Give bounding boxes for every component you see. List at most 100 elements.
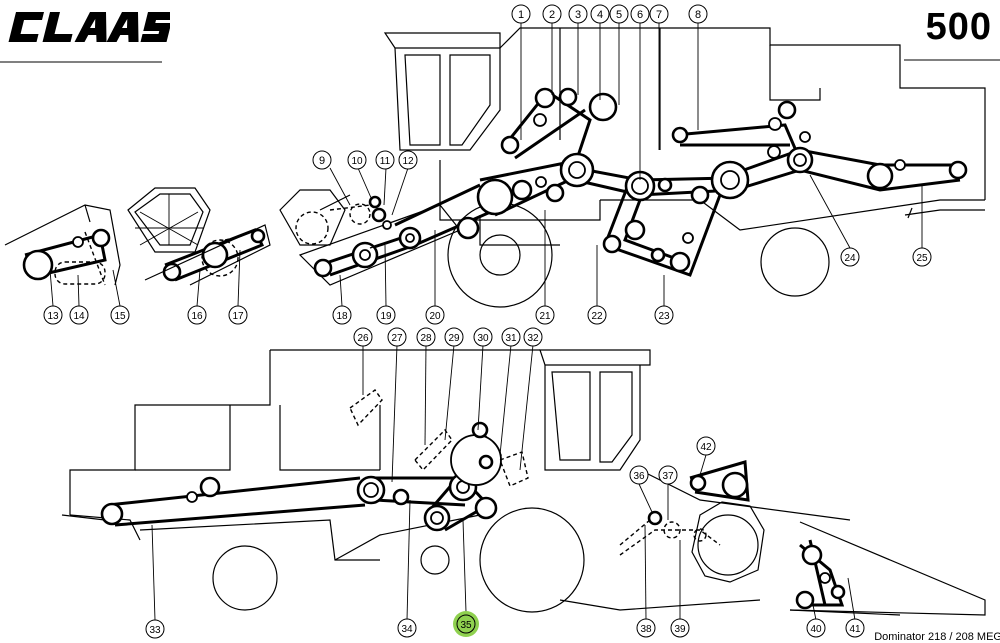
callout-25: 25	[912, 247, 932, 267]
svg-text:13: 13	[47, 311, 59, 322]
pulleys-top	[22, 87, 968, 282]
leader-lines-top	[49, 23, 923, 307]
svg-text:30: 30	[477, 333, 489, 344]
svg-text:25: 25	[916, 253, 928, 264]
svg-text:36: 36	[633, 471, 645, 482]
svg-text:26: 26	[357, 333, 369, 344]
svg-text:20: 20	[429, 311, 441, 322]
svg-text:5: 5	[616, 9, 622, 21]
svg-text:37: 37	[662, 471, 674, 482]
svg-text:15: 15	[114, 311, 126, 322]
svg-text:35: 35	[460, 620, 472, 631]
callout-36: 36	[629, 465, 649, 485]
callout-24: 24	[840, 247, 860, 267]
svg-text:27: 27	[391, 333, 403, 344]
svg-text:12: 12	[402, 156, 414, 167]
svg-text:28: 28	[420, 333, 432, 344]
callout-21: 21	[535, 305, 555, 325]
callout-22: 22	[587, 305, 607, 325]
callout-26: 26	[353, 327, 373, 347]
combine-harvester-top	[298, 27, 986, 308]
callout-6: 6	[630, 4, 650, 24]
svg-text:8: 8	[695, 9, 701, 21]
callout-16: 16	[187, 305, 207, 325]
callouts-top: 1 2 3 4 5 6 7 8 9 10 11 12 13 14 15 16 1…	[43, 4, 932, 325]
callout-7: 7	[649, 4, 669, 24]
svg-text:21: 21	[539, 311, 551, 322]
callout-12: 12	[398, 150, 418, 170]
svg-text:11: 11	[380, 156, 391, 167]
svg-text:40: 40	[810, 624, 822, 635]
svg-text:31: 31	[505, 333, 517, 344]
reel-hexagons-top	[4, 187, 346, 286]
svg-text:16: 16	[191, 311, 203, 322]
svg-text:19: 19	[380, 311, 392, 322]
callout-8: 8	[688, 4, 708, 24]
callout-20: 20	[425, 305, 445, 325]
svg-text:41: 41	[849, 624, 861, 635]
callout-31: 31	[501, 327, 521, 347]
callout-10: 10	[347, 150, 367, 170]
svg-text:6: 6	[637, 9, 643, 21]
svg-text:42: 42	[700, 442, 712, 453]
callout-15: 15	[110, 305, 130, 325]
callout-27: 27	[387, 327, 407, 347]
svg-text:29: 29	[448, 333, 460, 344]
svg-text:34: 34	[401, 624, 413, 635]
pulleys-bottom	[100, 421, 846, 610]
callout-28: 28	[416, 327, 436, 347]
svg-text:9: 9	[319, 155, 325, 167]
callout-32: 32	[523, 327, 543, 347]
svg-text:23: 23	[658, 311, 670, 322]
claas-logo	[8, 12, 170, 42]
callout-40: 40	[806, 618, 826, 638]
hidden-belts-top	[54, 203, 401, 286]
callout-3: 3	[568, 4, 588, 24]
svg-text:1: 1	[518, 9, 524, 21]
page-number: 500	[925, 6, 992, 48]
callout-18: 18	[332, 305, 352, 325]
callout-14: 14	[69, 305, 89, 325]
callout-34: 34	[397, 618, 417, 638]
callout-19: 19	[376, 305, 396, 325]
callout-13: 13	[43, 305, 63, 325]
svg-text:22: 22	[591, 311, 603, 322]
callout-9: 9	[312, 150, 332, 170]
svg-text:18: 18	[336, 311, 348, 322]
model-caption: Dominator 218 / 208 MEG	[874, 631, 1000, 643]
callout-4: 4	[590, 4, 610, 24]
svg-text:2: 2	[549, 9, 555, 21]
svg-text:38: 38	[640, 624, 652, 635]
callout-37: 37	[658, 465, 678, 485]
svg-text:14: 14	[73, 311, 85, 322]
svg-text:17: 17	[232, 311, 244, 322]
callout-30: 30	[473, 327, 493, 347]
leader-lines-bottom	[151, 344, 856, 621]
callout-1: 1	[511, 4, 531, 24]
combine-harvester-bottom	[61, 349, 986, 616]
callout-29: 29	[444, 327, 464, 347]
callout-42: 42	[696, 436, 716, 456]
callout-11: 11	[375, 150, 395, 170]
svg-text:33: 33	[149, 625, 161, 636]
callout-41: 41	[845, 618, 865, 638]
hidden-belts-bottom	[349, 389, 721, 556]
svg-text:7: 7	[656, 9, 662, 21]
callouts-bottom: 26 27 28 29 30 31 32 33 34 35 36 37 38 3…	[145, 327, 865, 639]
callout-39: 39	[670, 618, 690, 638]
callout-2: 2	[542, 4, 562, 24]
svg-text:10: 10	[351, 156, 363, 167]
callout-17: 17	[228, 305, 248, 325]
callout-23: 23	[654, 305, 674, 325]
svg-text:32: 32	[527, 333, 539, 344]
callout-33: 33	[145, 619, 165, 639]
svg-text:39: 39	[674, 624, 686, 635]
header-rules	[0, 59, 1000, 63]
callout-35-highlighted: 35	[453, 611, 479, 637]
callout-38: 38	[636, 618, 656, 638]
svg-text:3: 3	[575, 9, 581, 21]
svg-text:4: 4	[597, 9, 603, 21]
svg-text:24: 24	[844, 253, 856, 264]
